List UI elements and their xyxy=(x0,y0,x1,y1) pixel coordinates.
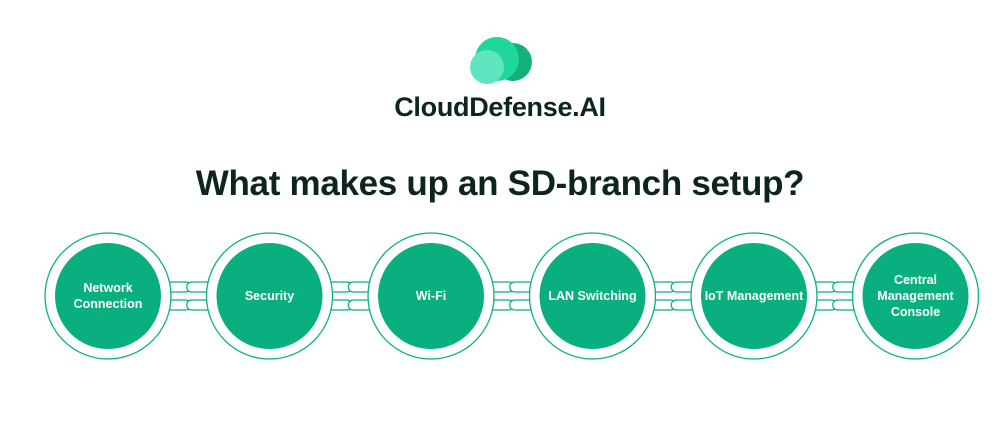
node-label: Network Connection xyxy=(73,281,143,311)
node-circle xyxy=(216,243,323,349)
brand-name: CloudDefense.AI xyxy=(394,92,606,122)
node-circle xyxy=(55,243,161,349)
page-title: What makes up an SD-branch setup? xyxy=(195,164,805,203)
node-label: Wi-Fi xyxy=(415,289,447,303)
node-label: LAN Switching xyxy=(548,289,637,303)
node-circle xyxy=(701,243,807,349)
node-label: Security xyxy=(244,289,295,303)
cloud-logo-icon xyxy=(470,37,532,84)
node-circle xyxy=(378,243,484,349)
node-label: Central Management Console xyxy=(877,273,954,319)
node-circle xyxy=(862,243,969,349)
node-label: IoT Management xyxy=(704,289,804,303)
node-circle xyxy=(539,243,646,349)
